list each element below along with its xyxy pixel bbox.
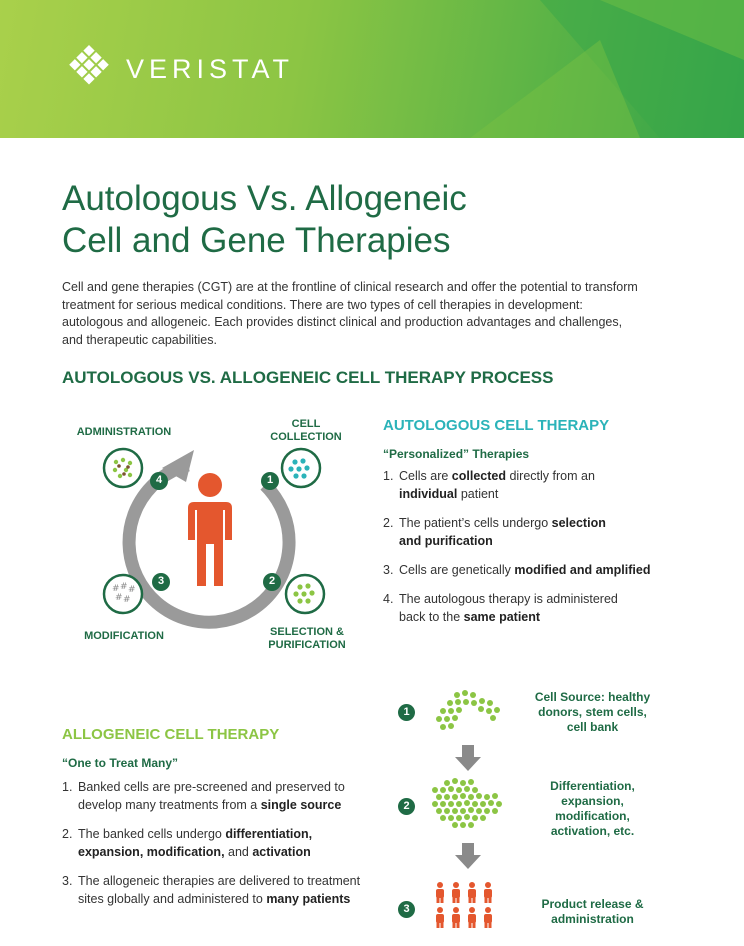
badge-2 [263,573,281,591]
allogeneic-section: ALLOGENEIC CELL THERAPY “One to Treat Ma… [62,726,382,908]
autologous-steps: 1.Cells are collected directly from an i… [383,467,713,626]
svg-text:#: # [128,585,136,595]
person-icon [188,473,232,586]
flow-step-2-badge: 2 [398,798,415,815]
svg-text:#: # [123,595,131,605]
badge-3 [152,573,170,591]
allogeneic-subheading: “One to Treat Many” [62,756,179,770]
flow-graphic [432,690,502,928]
badge-2-num: 2 [268,575,276,587]
label-selection-purification: SELECTION & PURIFICATION [268,626,346,651]
cell-cluster-large [432,778,502,828]
label-cell-collection: CELL COLLECTION [270,418,342,443]
down-arrow-icon [455,745,481,771]
allogeneic-heading: ALLOGENEIC CELL THERAPY [62,726,280,743]
cycle-arrowhead [162,450,194,482]
flow-step-2-label: Differentiation, expansion, modification… [550,779,635,838]
allogeneic-flow: 1 2 3 Cell Source: healthy donors, stem … [395,685,695,940]
svg-text:#: # [115,593,123,603]
list-item: 1.Cells are collected directly from an i… [383,469,595,501]
flow-step-3-label: Product release & administration [541,897,644,926]
brand-name: VERISTAT [126,53,295,84]
list-item: 3.The allogeneic therapies are delivered… [62,874,361,906]
title-line-1: Autologous Vs. Allogeneic [62,179,467,218]
label-administration: ADMINISTRATION [76,426,172,438]
label-modification: MODIFICATION [84,630,164,642]
badge-1-num: 1 [266,474,274,486]
node-modification: ### ## [102,573,144,615]
flow-step-1-badge: 1 [398,704,415,721]
flow-step-3-badge: 3 [398,901,415,918]
badge-1 [261,472,279,490]
cycle-arrow-ring [122,458,296,629]
diamond-grid-icon [69,44,109,85]
badge-3-num: 3 [157,575,165,587]
page-title: Autologous Vs. Allogeneic Cell and Gene … [62,178,682,262]
list-item: 4.The autologous therapy is administered… [383,592,618,624]
banner-decoration [470,0,744,138]
list-item: 1.Banked cells are pre-screened and pres… [62,780,345,812]
list-item: 2.The banked cells undergo differentiati… [62,827,313,859]
down-arrow-icon [455,843,481,869]
header-banner: VERISTAT [0,0,744,138]
node-cell-collection [280,447,322,489]
cycle-diagram: ### ## 4 1 3 2 ADMINISTRATION CELL COLLE… [60,410,360,660]
cell-cluster-small [436,690,500,730]
flow-step-1-label: Cell Source: healthy donors, stem cells,… [534,690,651,734]
autologous-section: AUTOLOGOUS CELL THERAPY “Personalized” T… [383,417,713,626]
title-line-2: Cell and Gene Therapies [62,221,451,260]
badge-4 [150,472,168,490]
cycle-graphic: ### ## [102,447,326,629]
section-heading: AUTOLOGOUS VS. ALLOGENEIC CELL THERAPY P… [62,368,554,387]
people-group-icon [436,882,492,928]
autologous-heading: AUTOLOGOUS CELL THERAPY [383,417,610,434]
badge-4-num: 4 [155,474,163,486]
list-item: 2.The patient’s cells undergo selection … [383,516,606,548]
intro-paragraph: Cell and gene therapies (CGT) are at the… [62,280,638,347]
node-administration [102,447,144,489]
veristat-logo: VERISTAT [62,42,294,96]
node-selection-purification [284,573,326,615]
allogeneic-steps: 1.Banked cells are pre-screened and pres… [62,778,382,908]
svg-text:#: # [120,582,128,592]
svg-text:#: # [112,584,120,594]
list-item: 3.Cells are genetically modified and amp… [383,563,651,577]
autologous-subheading: “Personalized” Therapies [383,447,530,461]
